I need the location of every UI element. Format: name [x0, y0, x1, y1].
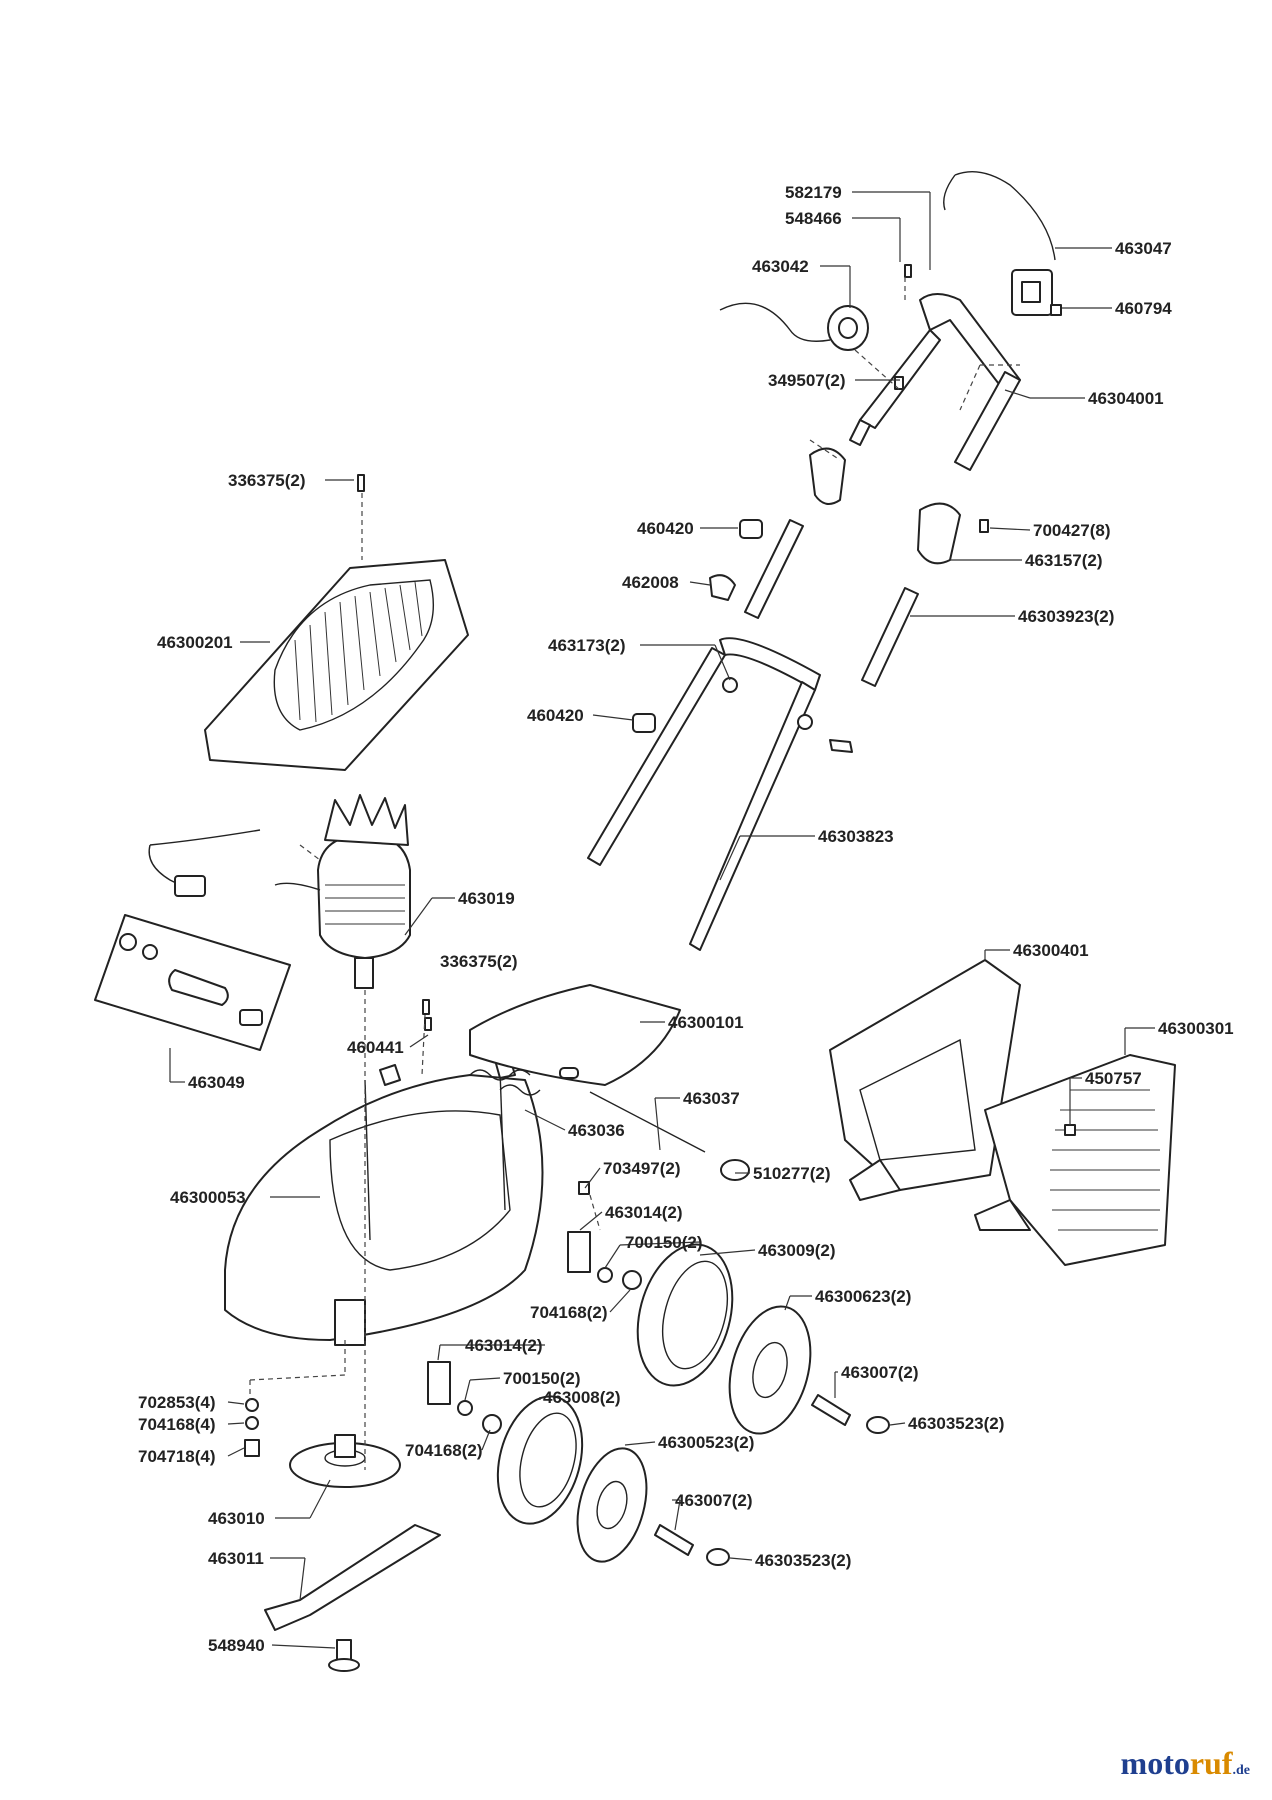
front-hubcap-part [576, 1447, 648, 1563]
part-label-704718: 704718(4) [138, 1447, 216, 1466]
leader-lines [169, 191, 1155, 1649]
part-label-463019: 463019 [458, 889, 515, 908]
top-cover-part [204, 559, 469, 771]
clamp-knob-right-part [917, 502, 961, 565]
part-label-463011: 463011 [208, 1549, 264, 1568]
part-label-463014-upper: 463014(2) [605, 1203, 683, 1222]
part-label-463010: 463010 [208, 1509, 265, 1528]
part-label-46300101: 46300101 [668, 1013, 744, 1032]
upper-handle-part [859, 171, 1056, 471]
part-label-46304001: 46304001 [1088, 389, 1164, 408]
part-label-460420-upper: 460420 [637, 519, 694, 538]
fan-part [289, 1434, 401, 1488]
part-label-548940: 548940 [208, 1636, 265, 1655]
part-label-46303823: 46303823 [818, 827, 894, 846]
lower-handle-part [587, 637, 853, 951]
wheel-bracket-part [427, 1231, 591, 1405]
part-label-463036: 463036 [568, 1121, 625, 1140]
part-label-463157: 463157(2) [1025, 551, 1103, 570]
motor-part [274, 794, 411, 989]
part-label-463042: 463042 [752, 257, 809, 276]
part-label-700150-lower: 700150(2) [503, 1369, 581, 1388]
part-label-463007-lower: 463007(2) [675, 1491, 753, 1510]
grass-box-lower-part [974, 1054, 1176, 1266]
part-label-704168-lower: 704168(2) [405, 1441, 483, 1460]
part-label-463047: 463047 [1115, 239, 1172, 258]
part-label-349507: 349507(2) [768, 371, 846, 390]
mower-deck-part [224, 1057, 544, 1346]
axle-rod-part [589, 1091, 706, 1153]
part-label-46300301: 46300301 [1158, 1019, 1234, 1038]
part-label-700427: 700427(8) [1033, 521, 1111, 540]
watermark-logo: motoruf.de [1121, 1745, 1250, 1782]
part-label-703497: 703497(2) [603, 1159, 681, 1178]
rear-wheel-part [636, 1243, 734, 1387]
switch-box-part [1011, 269, 1053, 316]
part-number-labels: 582179 548466 463047 463042 460794 34950… [138, 183, 1234, 1655]
part-label-704168-four: 704168(4) [138, 1415, 216, 1434]
cable-clip-small-part [709, 574, 736, 601]
part-label-463173: 463173(2) [548, 636, 626, 655]
part-label-460441: 460441 [347, 1038, 404, 1057]
part-label-463008: 463008(2) [543, 1388, 621, 1407]
part-label-336375-top: 336375(2) [228, 471, 306, 490]
part-label-46303923: 46303923(2) [1018, 607, 1114, 626]
part-label-463009: 463009(2) [758, 1241, 836, 1260]
cable-plug-part [148, 829, 261, 897]
part-label-704168-upper: 704168(2) [530, 1303, 608, 1322]
spring-part [469, 1069, 541, 1096]
cable-strain-relief-part [719, 302, 869, 351]
part-label-46300623: 46300623(2) [815, 1287, 911, 1306]
part-label-463049: 463049 [188, 1073, 245, 1092]
part-label-462008: 462008 [622, 573, 679, 592]
part-label-46303523-upper: 46303523(2) [908, 1414, 1004, 1433]
rear-hubcap-part [728, 1305, 812, 1435]
cable-clip-part [632, 519, 763, 733]
watermark-text-3: .de [1232, 1763, 1251, 1778]
part-label-46303523-lower: 46303523(2) [755, 1551, 851, 1570]
part-label-460794: 460794 [1115, 299, 1172, 318]
grass-box-upper-part [829, 959, 1021, 1201]
part-label-46300401: 46300401 [1013, 941, 1089, 960]
part-label-510277: 510277(2) [753, 1164, 831, 1183]
part-label-460420-lower: 460420 [527, 706, 584, 725]
capacitor-kit-part [94, 914, 291, 1051]
watermark-text-1: moto [1120, 1745, 1190, 1781]
handle-tube-left-part [849, 419, 871, 446]
blade-bolt-part [328, 1639, 360, 1672]
watermark-text-2: ruf [1189, 1745, 1233, 1781]
axle-cap-part [720, 1159, 750, 1181]
clamp-knob-upper-part [809, 447, 846, 505]
washers-part [244, 1267, 642, 1457]
part-label-46300523: 46300523(2) [658, 1433, 754, 1452]
part-label-582179: 582179 [785, 183, 842, 202]
front-wheel-part [496, 1395, 584, 1525]
assembly-lines [249, 277, 1020, 1470]
part-label-463014-lower: 463014(2) [465, 1336, 543, 1355]
part-label-46300053: 46300053 [170, 1188, 246, 1207]
part-label-46300201: 46300201 [157, 633, 233, 652]
part-label-700150-upper: 700150(2) [625, 1233, 703, 1252]
handle-tube-middle-part [744, 519, 919, 687]
part-label-463037: 463037 [683, 1089, 740, 1108]
part-label-450757: 450757 [1085, 1069, 1142, 1088]
blade-part [264, 1524, 441, 1631]
part-label-702853: 702853(4) [138, 1393, 216, 1412]
part-label-336375-mid: 336375(2) [440, 952, 518, 971]
wheel-bolts-part [654, 1394, 890, 1566]
part-label-548466: 548466 [785, 209, 842, 228]
part-label-463007-upper: 463007(2) [841, 1363, 919, 1382]
